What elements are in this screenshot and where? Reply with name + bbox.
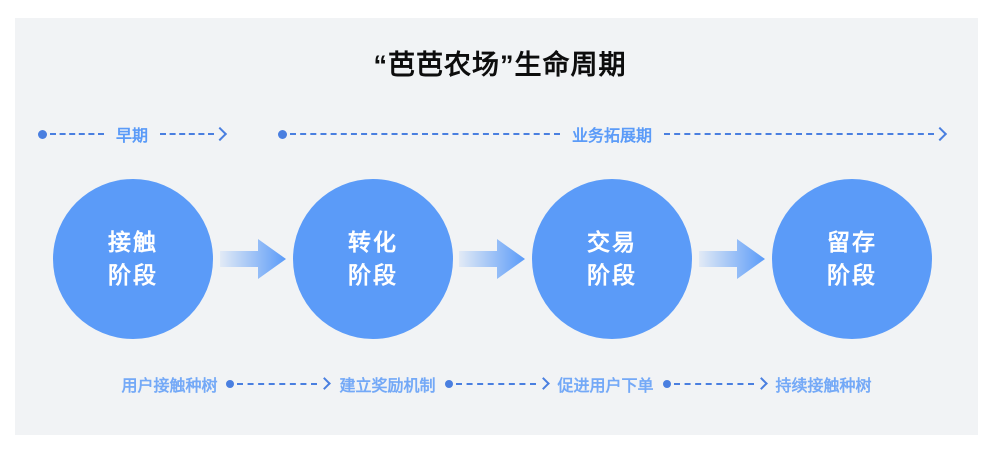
- rail-start-dot-icon: [38, 129, 47, 139]
- connector-dashed-line: [237, 383, 318, 385]
- connector-dashed-line: [673, 383, 754, 385]
- caption-label-reward: 建立奖励机制: [339, 378, 436, 395]
- connector-dashed-line: [455, 383, 536, 385]
- connector-dot-icon: [662, 380, 671, 388]
- stage-label-line1: 交易: [587, 229, 637, 256]
- stage-label-line2: 阶段: [587, 262, 637, 288]
- stage-label-line1: 接触: [108, 229, 158, 256]
- rail-dashed-line: [290, 133, 560, 135]
- page-title: “芭芭农场”生命周期: [373, 50, 627, 80]
- rail-arrowhead-icon: [935, 128, 946, 141]
- connector-arrowhead-icon: [757, 378, 767, 390]
- connector-arrowhead-icon: [320, 378, 330, 390]
- stage-label-line2: 阶段: [108, 262, 158, 288]
- rail-start-dot-icon: [278, 129, 287, 139]
- rail-dashed-line: [160, 133, 215, 135]
- stage-circle-transaction: 交易 阶段: [532, 179, 692, 339]
- stage-label-line2: 阶段: [348, 262, 398, 288]
- caption-row: 用户接触种树 建立奖励机制 促进用户下单 持续接触种树: [15, 370, 978, 398]
- phase-rail-expansion: 业务拓展期: [278, 121, 946, 147]
- caption-connector: [226, 377, 330, 391]
- phase-label-early: 早期: [116, 128, 149, 145]
- phase-rail-early: 早期: [38, 121, 226, 147]
- connector-dot-icon: [226, 380, 235, 388]
- connector-arrowhead-icon: [539, 378, 549, 390]
- flow-arrow-icon: [459, 239, 525, 279]
- caption-label-retention: 持续接触种树: [775, 378, 872, 395]
- stage-circle-retention: 留存 阶段: [772, 179, 932, 339]
- stage-label-line1: 转化: [348, 229, 398, 256]
- stage-circle-contact: 接触 阶段: [53, 179, 213, 339]
- rail-dashed-line: [664, 133, 935, 135]
- caption-label-order: 促进用户下单: [557, 378, 654, 395]
- caption-label-contact: 用户接触种树: [121, 378, 218, 395]
- stage-circle-conversion: 转化 阶段: [293, 179, 453, 339]
- caption-connector: [444, 377, 549, 391]
- flow-arrow-icon: [220, 239, 286, 279]
- connector-dot-icon: [444, 380, 453, 388]
- rail-arrowhead-icon: [215, 128, 226, 141]
- caption-connector: [662, 377, 767, 391]
- stage-label-line2: 阶段: [827, 262, 877, 288]
- stage-label-line1: 留存: [827, 229, 877, 256]
- flow-arrow-icon: [699, 239, 765, 279]
- rail-dashed-line: [50, 133, 104, 135]
- phase-label-expansion: 业务拓展期: [572, 128, 653, 145]
